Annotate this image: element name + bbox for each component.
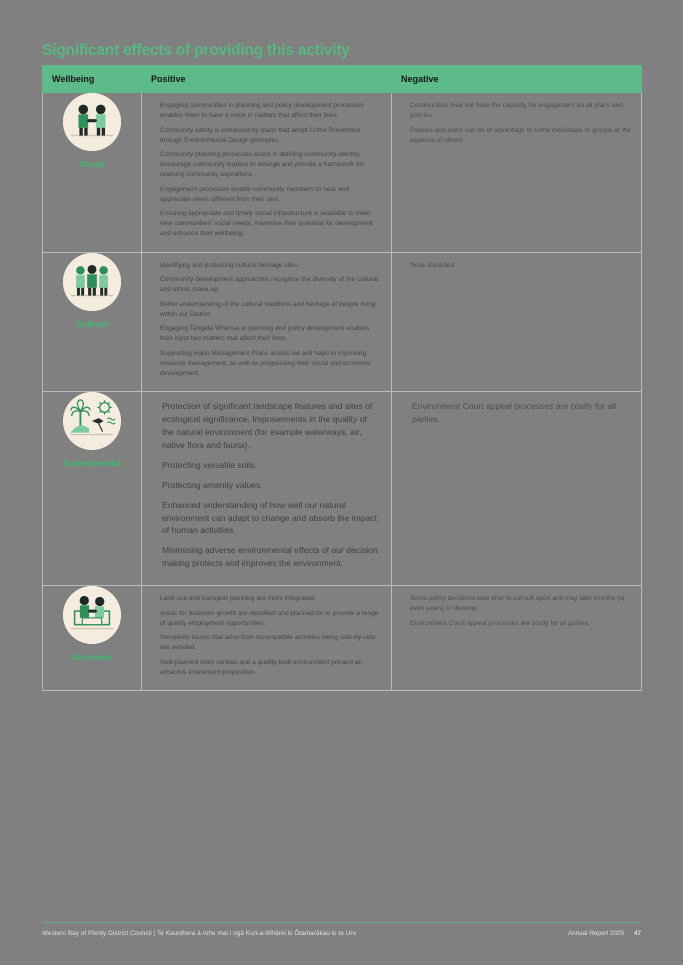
positive-effects-cell: Land use and transport planning are more…	[141, 585, 392, 692]
wellbeing-cell-economic: Economic	[42, 585, 142, 692]
page-number: 47	[633, 930, 641, 937]
list-item: Communities may not have the capacity fo…	[401, 100, 631, 121]
footer-report-info: Annual Report 2025 47	[568, 930, 641, 937]
group-of-people-icon	[63, 252, 121, 311]
negative-effects-list: None identified.	[392, 253, 641, 284]
negative-effects-cell: Environment Court appeal processes are c…	[391, 391, 642, 587]
wellbeing-label: Environmental	[63, 458, 121, 469]
positive-effects-cell: Engaging communities in planning and pol…	[141, 92, 392, 253]
list-item: Identifying and protecting cultural heri…	[151, 260, 381, 271]
list-item: Land use and transport planning are more…	[151, 594, 381, 604]
list-item: Engaging Tangata Whenua in planning and …	[151, 324, 381, 344]
column-header-negative: Negative	[391, 65, 642, 93]
wellbeing-label: Economic	[72, 652, 112, 663]
negative-effects-cell: Some policy decisions take time to consu…	[391, 585, 642, 692]
list-item: Community planning processes assist in d…	[151, 150, 381, 180]
positive-effects-cell: Protection of significant landscape feat…	[141, 391, 392, 587]
positive-effects-cell: Identifying and protecting cultural heri…	[141, 251, 392, 393]
wellbeing-cell-environmental: Environmental	[42, 391, 142, 587]
list-item: Protection of significant landscape feat…	[151, 400, 381, 452]
list-item: None identified.	[401, 260, 631, 271]
list-item: Well-planned town centres and a quality-…	[151, 657, 381, 678]
business-handshake-desk-icon	[63, 586, 121, 645]
two-people-handshake-icon	[63, 93, 121, 151]
footer-divider	[42, 922, 641, 923]
list-item: Protecting versatile soils.	[151, 458, 381, 472]
list-item: Environment Court appeal processes are c…	[401, 618, 631, 629]
table-row: Social Engaging communities in planning a…	[42, 92, 642, 253]
list-item: Enhanced understanding of how well our n…	[151, 498, 381, 538]
positive-effects-list: Engaging communities in planning and pol…	[142, 93, 391, 252]
list-item: Minimising adverse environmental effects…	[151, 544, 381, 570]
footer-report-name: Annual Report 2025	[567, 930, 624, 937]
negative-effects-list: Communities may not have the capacity fo…	[392, 93, 641, 158]
list-item: Sensitivity issues that arise from incom…	[151, 633, 381, 653]
positive-effects-list: Protection of significant landscape feat…	[142, 392, 391, 585]
list-item: Supporting Hapū Management Plans assists…	[151, 348, 381, 379]
page-title: Significant effects of providing this ac…	[42, 42, 350, 59]
negative-effects-list: Environment Court appeal processes are c…	[392, 392, 641, 441]
column-header-positive: Positive	[141, 65, 392, 93]
list-item: Community development approaches recogni…	[151, 275, 381, 295]
wellbeing-label: Social	[79, 159, 105, 169]
list-item: Ensuring appropriate and timely social i…	[151, 209, 381, 239]
negative-effects-cell: None identified.	[391, 251, 642, 393]
list-item: Protecting amenity values.	[151, 478, 381, 492]
positive-effects-list: Land use and transport planning are more…	[142, 586, 391, 690]
table-row: Environmental Protection of significant l…	[42, 391, 642, 587]
column-header-wellbeing: Wellbeing	[42, 65, 142, 93]
table-body: Social Engaging communities in planning a…	[42, 92, 642, 692]
list-item: Engagement processes enable community me…	[151, 184, 381, 205]
list-item: Engaging communities in planning and pol…	[151, 100, 381, 121]
table-header-row: Wellbeing Positive Negative	[42, 65, 642, 93]
negative-effects-list: Some policy decisions take time to consu…	[392, 586, 641, 641]
wellbeing-cell-social: Social	[42, 92, 142, 253]
list-item: Community safety is enhanced by plans th…	[151, 125, 381, 146]
table-row: Cultural Identifying and protecting cultu…	[42, 251, 642, 393]
wellbeing-label: Cultural	[76, 318, 108, 329]
list-item: Policies and plans can be of advantage t…	[401, 125, 631, 146]
positive-effects-list: Identifying and protecting cultural heri…	[142, 253, 391, 392]
footer-organisation: Western Bay of Plenty District Council |…	[42, 930, 357, 937]
list-item: Environment Court appeal processes are c…	[401, 400, 631, 426]
list-item: Better understanding of the cultural tra…	[151, 299, 381, 320]
list-item: Some policy decisions take time to consu…	[401, 594, 631, 614]
negative-effects-cell: Communities may not have the capacity fo…	[391, 92, 642, 253]
list-item: Areas for business growth are identified…	[151, 608, 381, 629]
wellbeing-cell-cultural: Cultural	[42, 251, 142, 393]
significant-effects-table: Wellbeing Positive Negative SocialEngagi…	[42, 65, 642, 692]
table-row: Economic Land use and transport planning …	[42, 585, 642, 692]
tree-sun-bird-icon	[63, 392, 121, 451]
